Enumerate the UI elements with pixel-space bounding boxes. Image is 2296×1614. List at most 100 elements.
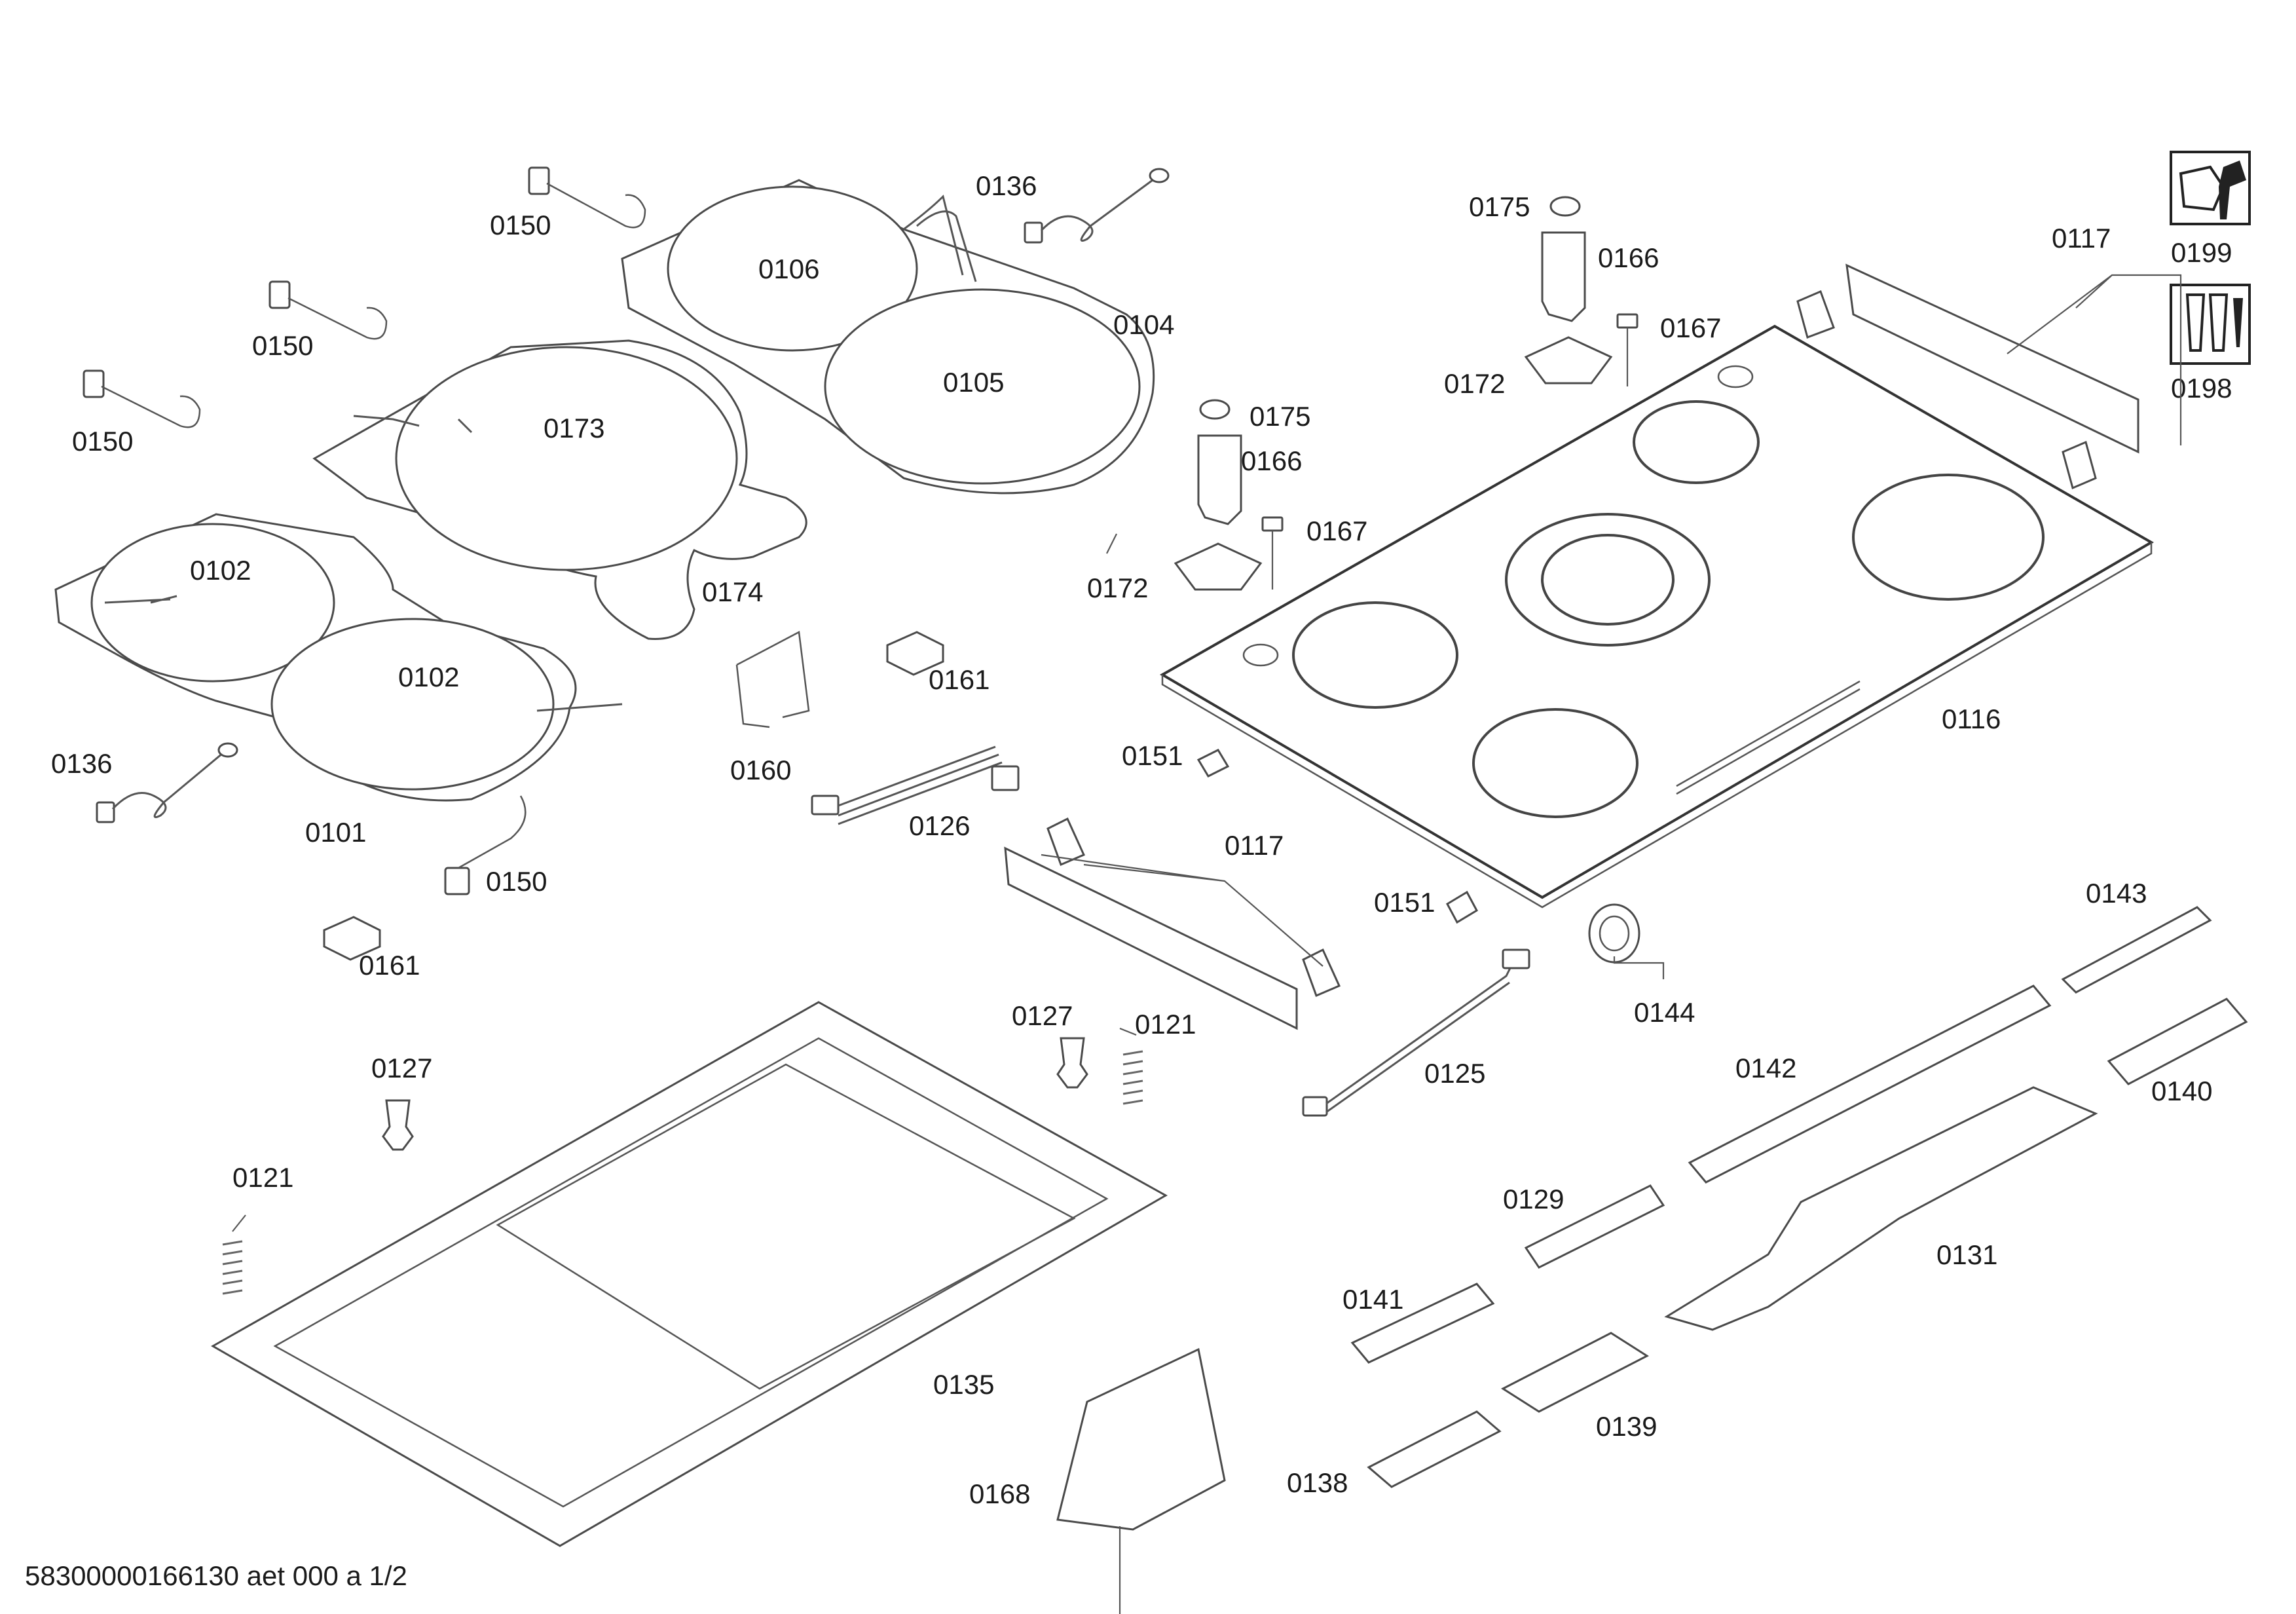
label-0129: 0129 [1503,1184,1564,1214]
part-0168-screw-kit-bag[interactable] [1056,1347,1226,1531]
part-0160-bracket[interactable] [735,631,810,728]
part-0161-terminal-block-top[interactable] [886,631,944,676]
part-0150-clip-left[interactable] [83,369,201,428]
label-0172-top: 0172 [1444,368,1505,399]
part-0150-clip-top[interactable] [528,166,646,229]
part-0121-spring-a[interactable] [1122,1050,1143,1105]
part-0126-wire-harness[interactable] [811,745,1020,825]
part-0105-heater-zone [824,288,1141,485]
part-0136-sensor-left[interactable] [96,742,238,823]
part-0116-ceramic-hob-top[interactable] [1160,324,2154,909]
part-0106-heater-zone [667,185,918,352]
part-labels: 0150 0150 0150 0150 0136 0136 0106 0105 … [51,170,2212,1509]
part-0173-heater-ring [395,346,738,571]
part-0172-fan-housing-middle[interactable] [1174,542,1263,591]
label-0143: 0143 [2086,878,2147,909]
part-0117-bracket-top[interactable] [1796,263,2139,490]
wrench-icon [2170,151,2251,225]
label-0139: 0139 [1596,1411,1657,1442]
label-0167-middle: 0167 [1306,516,1367,546]
label-0127-a: 0127 [1012,1000,1073,1031]
part-0161-terminal-block-bottom[interactable] [323,916,381,961]
label-0150-middle: 0150 [252,330,313,361]
label-0104: 0104 [1113,309,1174,340]
part-0167-connector-middle[interactable] [1261,516,1284,590]
label-0141: 0141 [1342,1284,1403,1315]
part-0121-spring-b[interactable] [222,1240,243,1295]
document-id: 58300000166130 aet 000 a 1/2 [25,1560,407,1591]
label-0167-top: 0167 [1660,312,1721,343]
part-0127-foot-b[interactable] [382,1099,414,1151]
part-0131-board-carrier[interactable] [1664,1086,2098,1331]
label-0116: 0116 [1942,704,2001,734]
label-0101: 0101 [305,817,366,848]
part-0175-seal-top[interactable] [1549,196,1581,217]
label-0106: 0106 [758,253,819,284]
part-0101-heater-carrier[interactable] [54,513,623,802]
label-0144: 0144 [1634,997,1695,1028]
part-0139-board-cover[interactable] [1500,1332,1650,1413]
label-0172-middle: 0172 [1087,572,1148,603]
tool-symbol-label: 0199 [2171,237,2232,268]
part-0142-main-board[interactable] [1688,985,2052,1184]
label-0175-top: 0175 [1469,191,1530,222]
label-0105: 0105 [943,367,1004,398]
label-0150-left: 0150 [72,426,133,457]
label-0121-b: 0121 [232,1162,293,1193]
part-0127-foot-a[interactable] [1056,1037,1088,1089]
part-0102-heater-zone-a [90,523,335,683]
part-0172-fan-housing-top[interactable] [1524,336,1613,385]
screws-icon [2170,284,2251,365]
part-0144-ring[interactable] [1588,903,1640,964]
part-0136-sensor-top[interactable] [1024,168,1170,244]
label-0173: 0173 [544,413,604,443]
label-0135: 0135 [933,1369,994,1400]
label-0151-lower: 0151 [1374,887,1435,918]
label-0121-a: 0121 [1135,1009,1196,1040]
part-0143-control-board[interactable] [2061,906,2212,994]
part-0135-bottom-housing[interactable] [210,1001,1168,1547]
label-0102-a: 0102 [190,555,251,586]
label-0117-bottom: 0117 [1225,830,1284,861]
label-0102-b: 0102 [398,662,459,692]
part-0151-clip-upper[interactable] [1196,749,1230,778]
label-0126: 0126 [909,810,970,841]
label-0168: 0168 [969,1478,1030,1509]
part-0151-clip-lower[interactable] [1446,890,1478,924]
label-0138: 0138 [1287,1467,1348,1498]
leader-lines [232,274,2182,1614]
label-0175-middle: 0175 [1250,401,1310,432]
label-0140: 0140 [2151,1076,2212,1106]
part-0141-board[interactable] [1350,1283,1495,1364]
label-0174: 0174 [702,576,763,607]
label-0166-top: 0166 [1598,242,1659,273]
part-0117-bracket-bottom[interactable] [1004,817,1341,1030]
part-0140-board-cover[interactable] [2107,998,2248,1085]
label-0117-top: 0117 [2052,223,2111,253]
label-0127-b: 0127 [371,1053,432,1083]
part-0125-wire-harness[interactable] [1302,948,1530,1117]
label-0136-left: 0136 [51,748,112,779]
part-0150-clip-bottom[interactable] [444,795,527,895]
label-0131: 0131 [1936,1239,1997,1270]
label-0161-bottom: 0161 [359,950,420,981]
label-0150-bottom: 0150 [486,866,547,897]
part-0138-board-cover[interactable] [1367,1410,1502,1488]
label-0142: 0142 [1735,1053,1796,1083]
part-0104-heater-carrier[interactable] [621,179,1155,495]
part-0129-board[interactable] [1524,1184,1665,1269]
label-0166-middle: 0166 [1241,445,1302,476]
label-0160: 0160 [730,755,791,785]
part-0167-connector-top[interactable] [1616,313,1639,386]
part-0175-seal-middle[interactable] [1199,399,1231,420]
part-0150-clip-middle[interactable] [268,280,388,340]
part-0102-heater-zone-b [270,618,555,791]
part-0166-fan-motor-top[interactable] [1541,231,1586,322]
label-0125: 0125 [1424,1058,1485,1089]
part-0174-heater-tray[interactable] [312,339,807,640]
label-0161-top: 0161 [929,664,990,695]
part-0166-fan-motor-middle[interactable] [1197,434,1242,525]
label-0136-top: 0136 [976,170,1037,201]
label-0150-top: 0150 [490,210,551,240]
